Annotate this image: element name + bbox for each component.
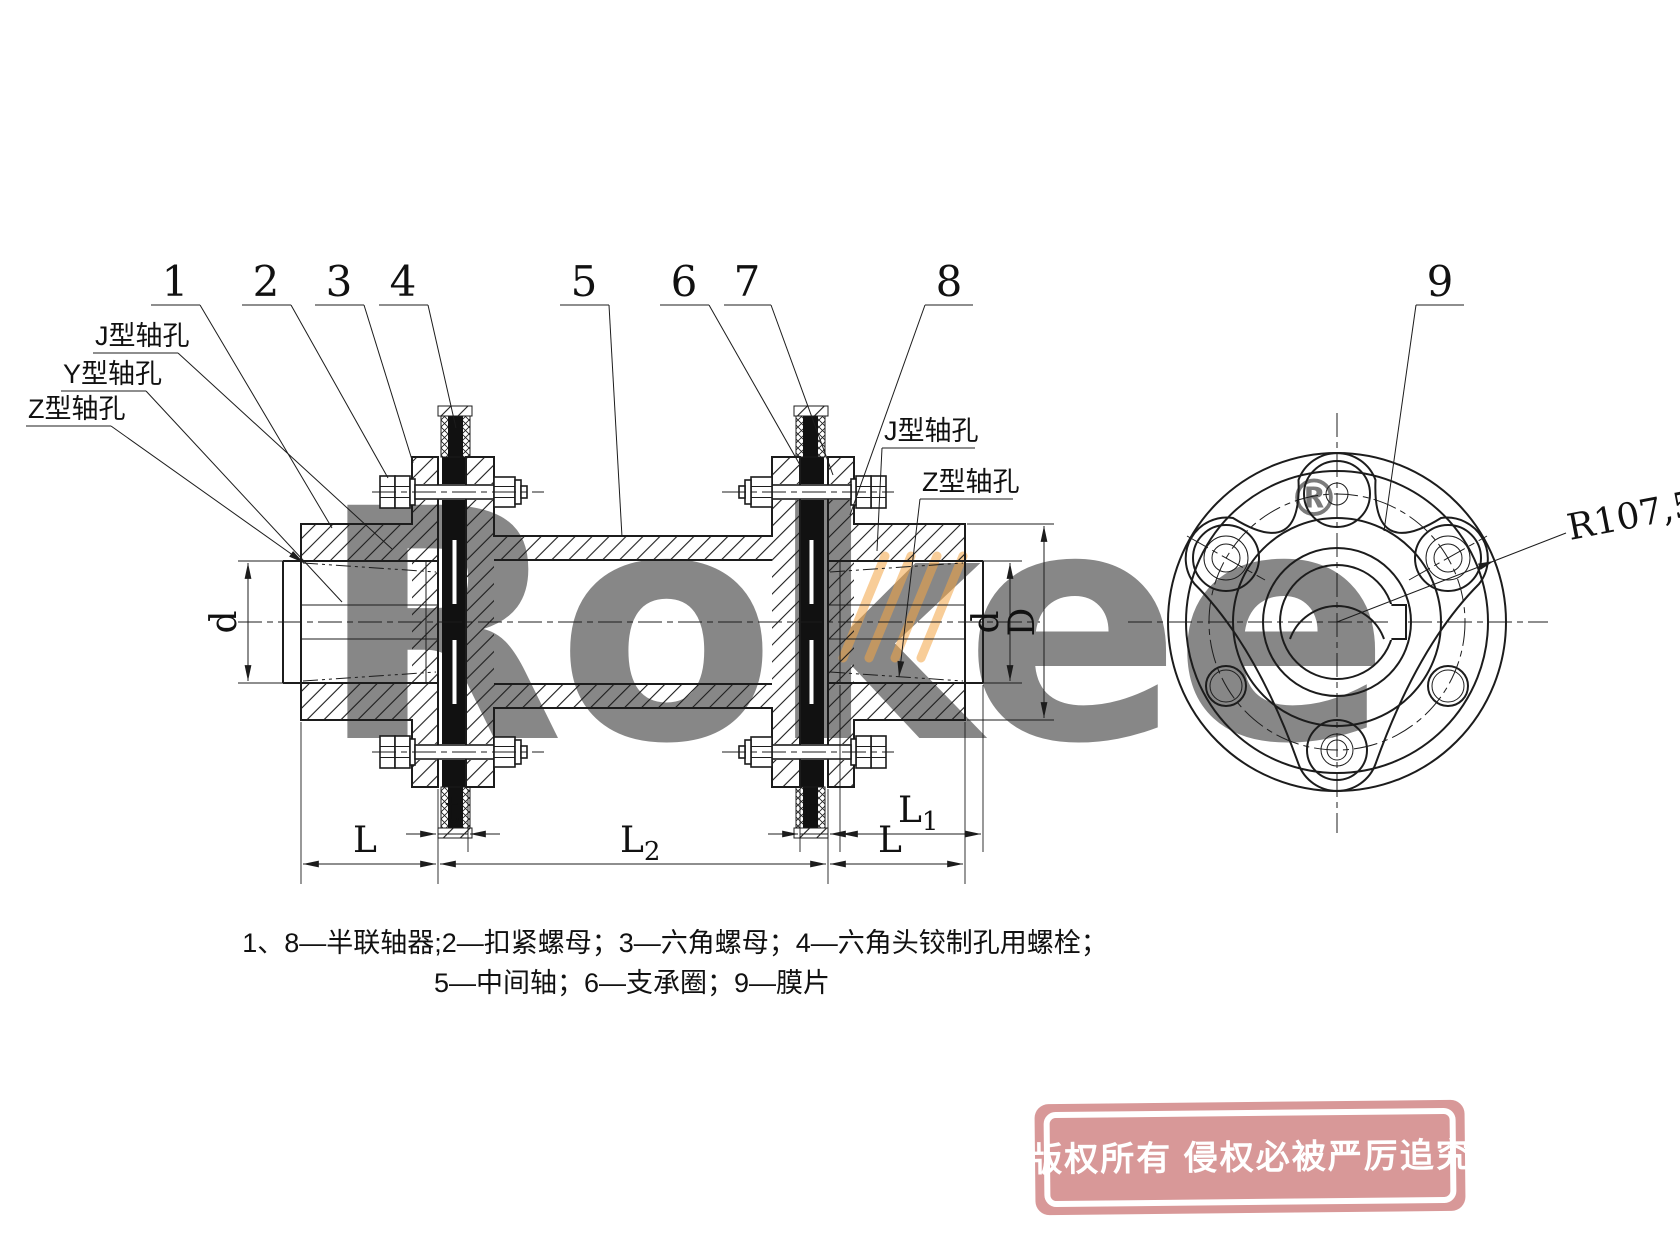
callout-3: 3 xyxy=(326,257,353,306)
label-j-bore-right: J型轴孔 xyxy=(884,416,979,446)
callout-1: 1 xyxy=(162,257,189,306)
label-z-bore-left: Z型轴孔 xyxy=(28,394,126,424)
dim-L-left: L xyxy=(353,820,377,861)
dim-radius: R107,50 xyxy=(1564,479,1680,548)
dim-t-left: t xyxy=(445,790,460,831)
callout-7: 7 xyxy=(734,257,761,306)
dim-L-right: L xyxy=(878,820,902,861)
stamp-text: 版权所有 侵权必被严厉追究 xyxy=(1028,1137,1472,1180)
part-callouts: 1 2 3 4 5 6 7 8 9 xyxy=(151,257,1464,538)
caption-line-1: 1、8—半联轴器;2—扣紧螺母；3—六角螺母；4—六角头铰制孔用螺栓； xyxy=(242,928,1108,958)
callout-6: 6 xyxy=(671,257,698,306)
dim-d-left: d xyxy=(204,610,245,633)
callout-9: 9 xyxy=(1427,257,1454,306)
stamp-inner-border xyxy=(1043,1107,1457,1208)
bore-type-labels: J型轴孔 Y型轴孔 Z型轴孔 J型轴孔 Z型轴孔 xyxy=(26,321,1020,678)
callout-5: 5 xyxy=(571,257,598,306)
centerlines xyxy=(238,491,1040,753)
dim-t-right: t xyxy=(803,790,818,831)
dim-D: D xyxy=(1002,608,1043,637)
callout-8: 8 xyxy=(936,257,963,306)
dim-d-right: d xyxy=(966,610,1007,633)
dimensions: d d D t t L1 L L2 L R107,50 xyxy=(204,479,1680,884)
end-view xyxy=(1128,413,1548,833)
callout-2: 2 xyxy=(253,257,280,306)
label-y-bore-left: Y型轴孔 xyxy=(63,359,162,389)
callout-4: 4 xyxy=(390,257,417,306)
parts-caption: 1、8—半联轴器;2—扣紧螺母；3—六角螺母；4—六角头铰制孔用螺栓； 5—中间… xyxy=(242,928,1108,998)
dim-L1: L1 xyxy=(898,790,938,837)
label-j-bore-left: J型轴孔 xyxy=(95,321,190,351)
label-z-bore-right: Z型轴孔 xyxy=(922,467,1020,497)
bolt-circle xyxy=(1208,493,1466,751)
dim-L2: L2 xyxy=(620,820,660,867)
bolt-bosses xyxy=(1186,460,1488,781)
stamp-background xyxy=(1034,1099,1466,1216)
diaphragm-outline xyxy=(1184,452,1489,792)
caption-line-2: 5—中间轴；6—支承圈；9—膜片 xyxy=(434,968,830,998)
keyway xyxy=(1391,604,1407,640)
copyright-stamp: 版权所有 侵权必被严厉追究 xyxy=(1028,1099,1472,1216)
section-hatching xyxy=(301,406,965,838)
